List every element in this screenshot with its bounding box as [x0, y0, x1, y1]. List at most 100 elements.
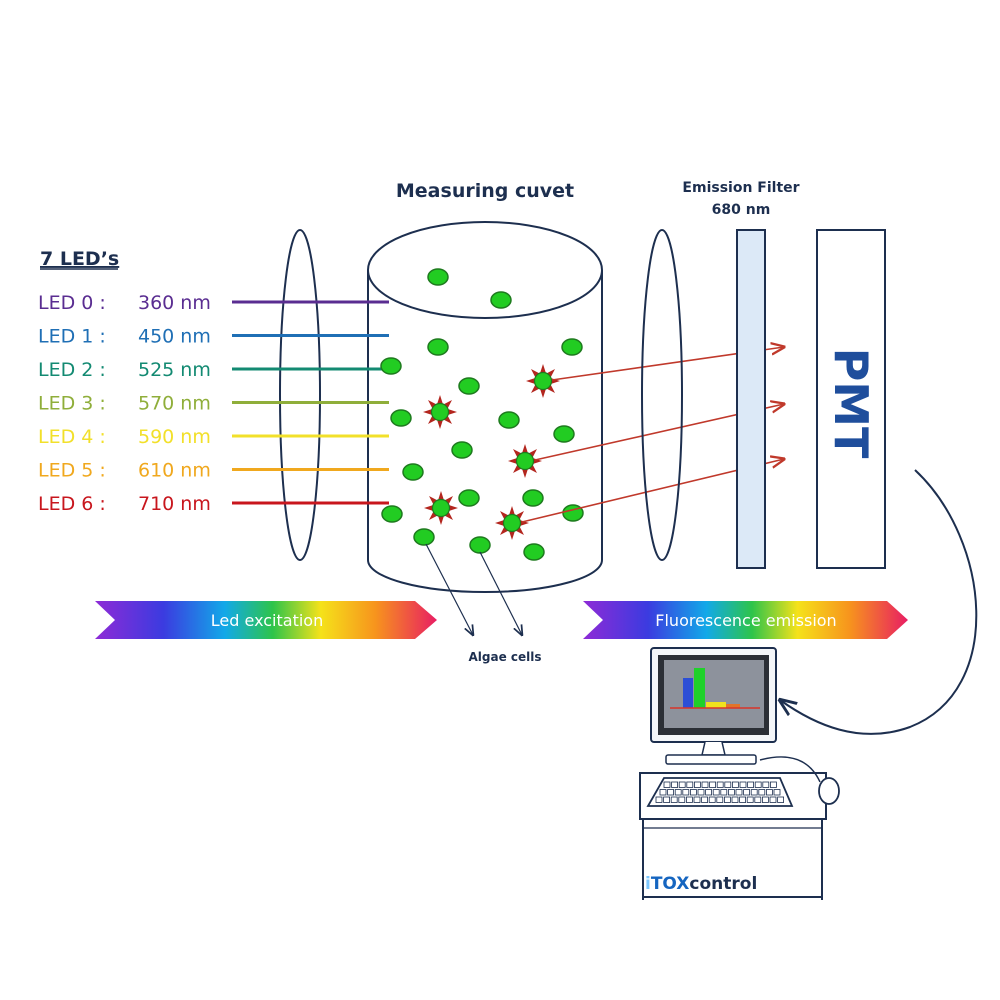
fluorescence-emission-banner: Fluorescence emission	[583, 601, 908, 639]
led-excitation-banner: Led excitation	[95, 601, 437, 639]
keyboard-key	[770, 781, 777, 788]
algae-pointers	[425, 543, 522, 635]
algae-cell	[522, 489, 544, 507]
led-label: LED 6 :	[38, 493, 106, 515]
excited-cells	[423, 364, 560, 540]
keyboard-key	[663, 781, 671, 788]
keyboard-key	[705, 789, 712, 796]
keyboard-key	[682, 789, 690, 796]
algae-cell	[390, 409, 412, 427]
keyboard-key	[777, 796, 784, 803]
filter-label: Emission Filter	[682, 180, 799, 196]
keyboard-key	[716, 796, 724, 803]
led-label: LED 4 :	[38, 426, 106, 448]
algae-pointer	[425, 543, 473, 635]
keyboard-key	[773, 789, 781, 796]
led-label: LED 3 :	[38, 393, 106, 415]
keyboard-key	[724, 796, 731, 803]
keyboard-key	[739, 796, 746, 803]
keyboard-key	[686, 781, 694, 788]
algae-cell	[402, 463, 424, 481]
leds-header: 7 LED’s	[40, 248, 119, 270]
keyboard-key	[659, 789, 667, 796]
keyboard-key	[728, 789, 735, 796]
led-wavelength: 525 nm	[138, 359, 211, 381]
cabinet	[642, 818, 823, 898]
keyboard-key	[701, 781, 709, 788]
algae-cell	[427, 268, 449, 286]
keyboard-key	[663, 796, 670, 803]
algae-cell	[427, 338, 449, 356]
screen-bar-green	[694, 668, 705, 708]
keyboard-key	[754, 781, 762, 788]
keyboard-key	[762, 781, 770, 788]
keyboard-key	[708, 796, 716, 803]
keyboard-key	[716, 781, 724, 788]
led-wavelength: 570 nm	[138, 393, 211, 415]
algae-cells-label: Algae cells	[468, 650, 541, 664]
led-beams	[232, 300, 389, 505]
keyboard-key	[693, 796, 701, 803]
keyboard-key	[690, 789, 697, 796]
algae-cell	[561, 338, 583, 356]
screen-bar-blue	[683, 678, 693, 708]
algae-cell	[458, 377, 480, 395]
led-label: LED 2 :	[38, 359, 106, 381]
excited-cell	[495, 506, 529, 540]
keyboard-key	[701, 796, 708, 803]
mouse	[818, 777, 840, 805]
algae-pointer	[479, 551, 522, 635]
excited-cell	[526, 364, 560, 398]
keyboard-key	[746, 796, 754, 803]
measuring-cuvet	[367, 221, 603, 593]
led-wavelength: 610 nm	[138, 460, 211, 482]
algae-cell	[381, 505, 403, 523]
cuvet-label: Measuring cuvet	[396, 180, 574, 202]
brand-prefix: i	[645, 874, 651, 894]
mouse-cable	[759, 756, 821, 783]
brand-main: TOX	[651, 874, 690, 894]
keyboard-key	[678, 796, 686, 803]
keyboard-key	[712, 789, 720, 796]
keyboard-key	[667, 789, 674, 796]
algae-cell	[380, 357, 402, 375]
algae-cell	[469, 536, 491, 554]
computer-workstation: iTOXcontrol	[639, 647, 840, 900]
filter-wavelength: 680 nm	[712, 202, 771, 218]
keyboard-key	[724, 781, 732, 788]
signal-cable-arrow	[780, 469, 978, 735]
screen-bar-yellow	[706, 702, 726, 708]
keyboard-key	[754, 796, 762, 803]
emission-filter	[736, 229, 766, 569]
keyboard-key	[739, 781, 747, 788]
algae-cell	[458, 489, 480, 507]
brand-suffix: control	[689, 874, 757, 894]
excited-cell	[423, 395, 457, 429]
algae-cell	[490, 291, 512, 309]
led-wavelength: 710 nm	[138, 493, 211, 515]
keyboard-key	[766, 789, 773, 796]
led-wavelength: 590 nm	[138, 426, 211, 448]
monitor-plot-area	[664, 660, 764, 728]
keyboard-key	[694, 781, 701, 788]
focusing-lens-right	[641, 229, 683, 561]
keyboard-key	[747, 781, 754, 788]
keyboard-key	[720, 789, 728, 796]
led-label: LED 5 :	[38, 460, 106, 482]
algae-cell	[413, 528, 435, 546]
pmt-box	[816, 229, 886, 569]
excited-cell	[508, 444, 542, 478]
keyboard-key	[769, 796, 777, 803]
pmt-label: PMT	[824, 348, 878, 459]
keyboard-key	[750, 789, 758, 796]
keyboard-key	[655, 796, 663, 803]
keyboard-key	[670, 796, 678, 803]
keyboard-key	[743, 789, 750, 796]
led-wavelength: 360 nm	[138, 292, 211, 314]
keyboard-key	[731, 796, 739, 803]
led-label: LED 0 :	[38, 292, 106, 314]
keyboard-keys	[655, 781, 784, 803]
algae-cell	[553, 425, 575, 443]
